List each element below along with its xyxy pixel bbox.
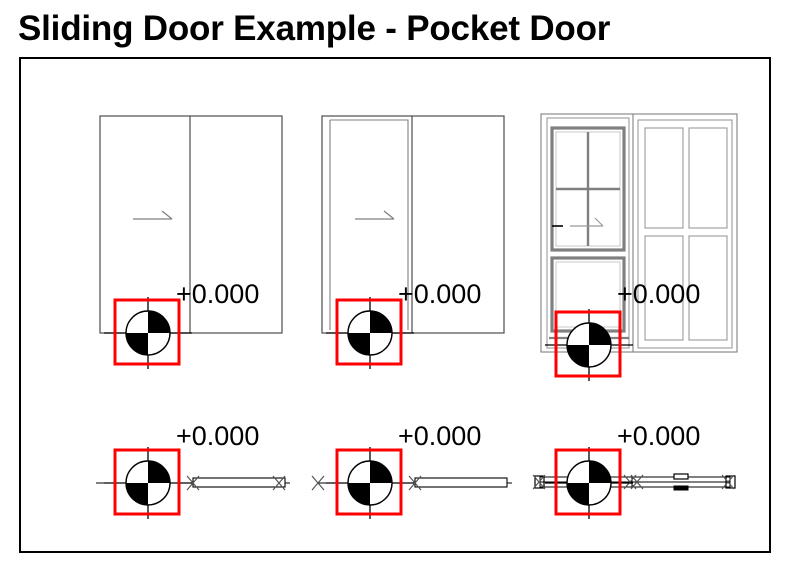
elevation-2-level-label: +0.000: [398, 279, 482, 309]
elevation-1-level-label: +0.000: [176, 279, 260, 309]
page-title: Sliding Door Example - Pocket Door: [18, 9, 611, 48]
elevation-3-level-label: +0.000: [617, 279, 701, 309]
plan-2-level-label: +0.000: [398, 421, 482, 451]
plan-3-level-label: +0.000: [617, 421, 701, 451]
plan-1-level-label: +0.000: [176, 421, 260, 451]
